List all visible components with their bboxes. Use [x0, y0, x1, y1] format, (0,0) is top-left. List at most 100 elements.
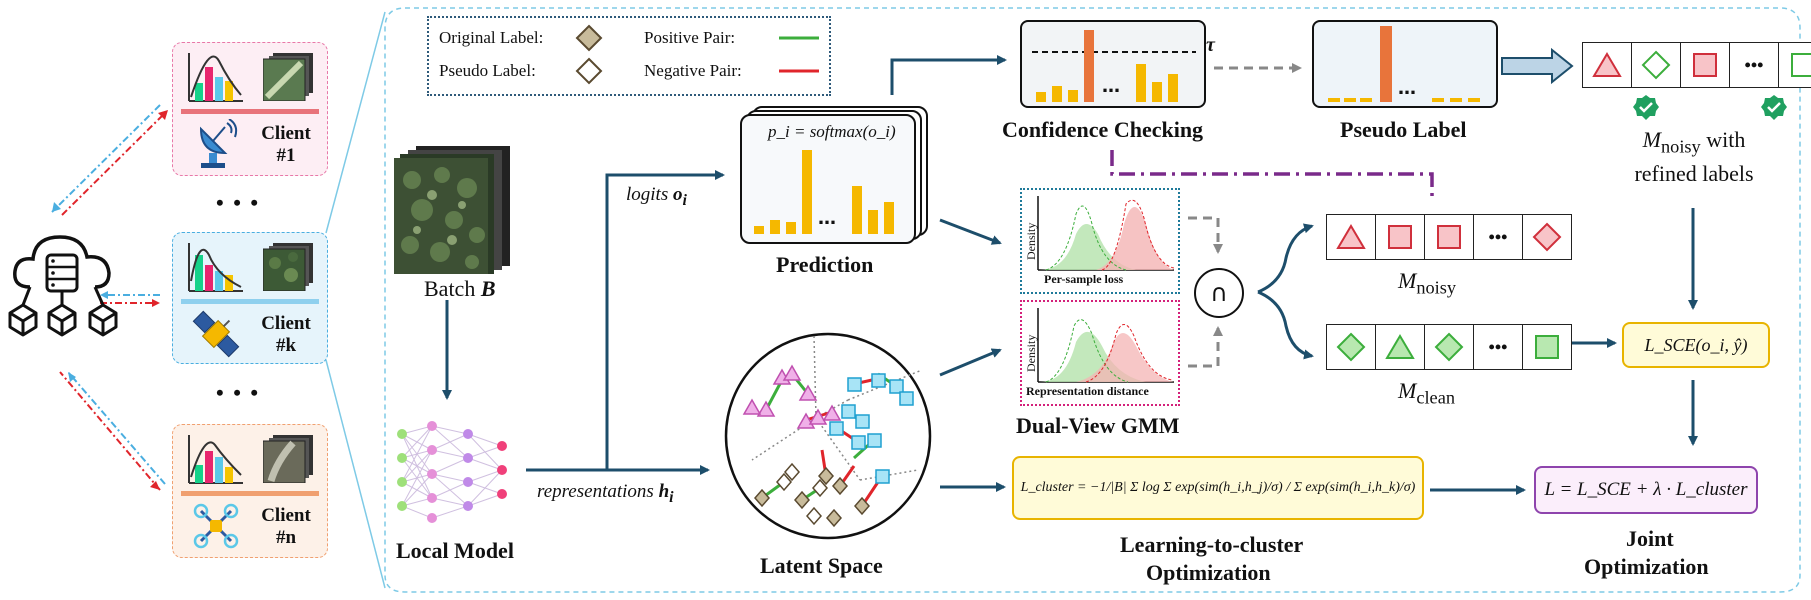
cell-square [1425, 215, 1474, 259]
drone-images-icon [263, 435, 313, 483]
logits-subscript: i [682, 191, 687, 209]
cell-ellipsis: ••• [1474, 325, 1523, 369]
svg-text:…: … [818, 208, 836, 229]
batch-label: Batch B [424, 276, 496, 302]
confidence-card: … [1020, 20, 1206, 108]
client-n-box: Client#n [172, 424, 328, 558]
prediction-card: p_i = softmax(o_i) … [740, 114, 916, 244]
cell-square-outline [1779, 43, 1811, 87]
svg-text:…: … [1102, 76, 1120, 97]
chart-icon [188, 243, 243, 292]
latent-space-title: Latent Space [760, 553, 883, 578]
ellipsis-1: • • • [216, 190, 261, 215]
representations-text: representations [537, 481, 654, 502]
cell-diamond [1632, 43, 1681, 87]
svg-text:…: … [1398, 78, 1416, 99]
chart-icon [188, 53, 243, 102]
gmm-per-sample-panel: Density Per-sample loss [1020, 188, 1180, 294]
client-name: Client [261, 505, 311, 526]
batch-images [394, 146, 510, 274]
satellite-dish-icon [199, 119, 238, 168]
intersection-icon: ∩ [1194, 268, 1244, 318]
cell-ellipsis: ••• [1730, 43, 1779, 87]
gmm-loss-curves [1037, 196, 1175, 271]
batch-symbol: B [480, 276, 496, 301]
tau-label: τ [1206, 34, 1215, 56]
m-clean-m: M [1398, 378, 1417, 403]
cluster-title-line2: Optimization [1146, 560, 1271, 585]
client-k-box: Client#k [172, 232, 328, 364]
cell-ellipsis: ••• [1474, 215, 1523, 259]
neural-network-icon [397, 421, 507, 523]
m-clean-row: ••• [1326, 324, 1572, 370]
cluster-loss-box: L_cluster = −1/|B| Σ log Σ exp(sim(h_i,h… [1012, 456, 1424, 520]
dual-view-gmm-title: Dual-View GMM [1016, 413, 1180, 438]
m-clean-label: Mclean [1398, 378, 1455, 408]
m-noisy-sub: noisy [1416, 277, 1457, 298]
drone-icon [193, 503, 239, 549]
cell-triangle [1327, 215, 1376, 259]
cell-triangle [1583, 43, 1632, 87]
satellite-images-icon [263, 243, 313, 291]
joint-loss-box: L = L_SCE + λ · L_cluster [1534, 466, 1758, 514]
rep-symbol: h [658, 481, 670, 502]
batch-text: Batch [424, 276, 476, 301]
confidence-title: Confidence Checking [1002, 117, 1204, 142]
client-1-label: Client#1 [251, 123, 321, 167]
cell-square [1523, 325, 1571, 369]
m-noisy-label: Mnoisy [1398, 268, 1456, 298]
logits-label: logits oi [626, 184, 687, 210]
client-n-divider [181, 491, 319, 496]
rep-subscript: i [669, 488, 674, 506]
legend-positive-pair: Positive Pair: [644, 28, 736, 47]
joint-title-line2: Optimization [1584, 554, 1709, 579]
client-k-divider [181, 299, 319, 304]
pseudo-label-bars: … [1328, 26, 1480, 102]
legend-original-label: Original Label: [439, 28, 544, 47]
legend-negative-pair: Negative Pair: [644, 61, 742, 80]
refined-sub: noisy [1660, 136, 1701, 157]
cell-triangle [1376, 325, 1425, 369]
logits-text: logits [626, 184, 669, 205]
m-noisy-m: M [1398, 268, 1417, 293]
client-n-label: Client#n [251, 505, 321, 549]
rep-distance-label: Representation distance [1026, 384, 1149, 398]
prediction-title: Prediction [776, 252, 874, 277]
cloud-server-icon [8, 235, 118, 337]
client-k-label: Client#k [251, 313, 321, 357]
prediction-bars: … [754, 150, 894, 234]
latent-space-circle [724, 332, 932, 540]
refined-labels-row: ••• [1582, 42, 1811, 88]
cell-diamond [1327, 325, 1376, 369]
refined-line2: refined labels [1634, 161, 1754, 187]
client-id: #1 [276, 145, 296, 166]
cell-diamond [1425, 325, 1474, 369]
diamond-filled-icon [575, 24, 603, 52]
diamond-outline-icon [575, 57, 603, 85]
prediction-formula: p_i = softmax(o_i) [768, 122, 896, 141]
client-1-divider [181, 109, 319, 114]
ellipsis-2: • • • [216, 380, 261, 405]
per-sample-loss-label: Per-sample loss [1044, 272, 1124, 286]
client-name: Client [261, 313, 311, 334]
m-noisy-row: ••• [1326, 214, 1572, 260]
legend-pseudo-label: Pseudo Label: [439, 61, 536, 80]
satellite-images-icon [263, 53, 313, 101]
pseudo-label-card: … [1312, 20, 1498, 108]
client-id: #n [275, 527, 297, 548]
representations-label: representations hi [537, 481, 674, 507]
gmm-distance-curves [1037, 308, 1174, 383]
cell-square [1376, 215, 1425, 259]
confidence-bars: … [1032, 30, 1196, 102]
m-clean-sub: clean [1416, 387, 1455, 408]
check-badge-icon [1761, 95, 1787, 120]
cell-diamond [1523, 215, 1571, 259]
client-1-box: Client#1 [172, 42, 328, 176]
logits-symbol: o [672, 184, 683, 205]
local-model-label: Local Model [396, 538, 514, 563]
cell-square [1681, 43, 1730, 87]
legend-box: Original Label: Pseudo Label: Positive P… [427, 16, 831, 96]
